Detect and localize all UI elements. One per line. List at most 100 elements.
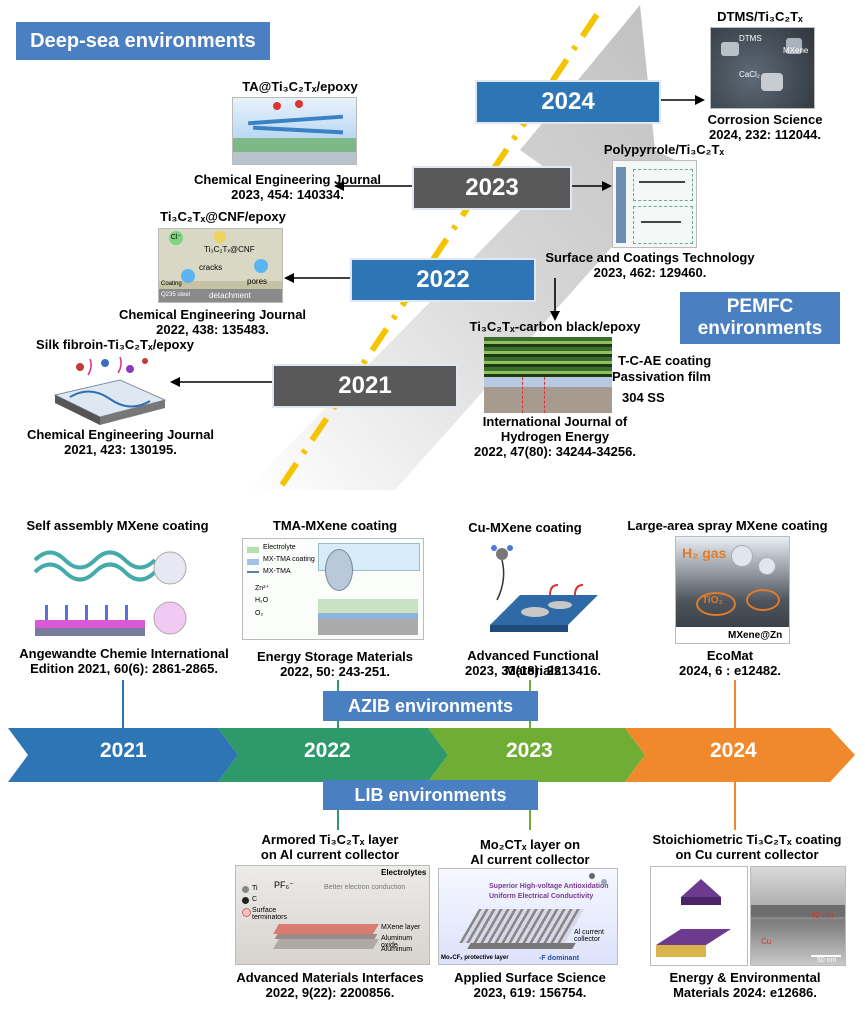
lib-title-2-line1: Stoichiometric Ti₃C₂Tₓ coating: [652, 832, 842, 847]
lib-journal-0-line2: 2022, 9(22): 2200856.: [265, 985, 395, 1000]
lib-figure-2a: [650, 866, 748, 966]
year-box-2022: 2022: [350, 258, 536, 302]
cb-layer-2: 304 SS: [622, 390, 665, 405]
lib0-fig-text-3: Surface terminators: [252, 907, 288, 921]
cb-layer-1: Passivation film: [612, 369, 711, 384]
azib-journal-2-line2: 2023, 33(18): 2213416.: [465, 663, 601, 678]
cnf-fig-text-1: cracks: [199, 263, 223, 272]
cb-journal-line1: International Journal of: [482, 414, 628, 429]
tma-fig-text-2: MX-TMA: [263, 568, 291, 575]
dtms-fig-text-2: CaCl₂: [739, 70, 760, 79]
timeline-seg-2021: [8, 728, 238, 782]
azib-journal-3-line2: 2024, 6 : e12482.: [679, 663, 781, 678]
dtms-title: DTMS/Ti₃C₂Tₓ: [717, 9, 803, 24]
azib-figure-1: Electrolyte MX-TMA coating MX-TMA Zn²⁺ H…: [242, 538, 424, 640]
lib-figure-2b: 42 nm Cu 50 nm: [750, 866, 846, 966]
azib-journal-2-line1: Advanced Functional Materials: [467, 648, 599, 678]
timeline-year-2022: 2022: [304, 739, 351, 762]
dtms-citation: 2024, 232: 112044.: [708, 127, 822, 142]
cnf-figure: Cl⁻ Ti₃C₂Tₓ@CNF cracks pores Coating Q23…: [158, 228, 283, 303]
year-box-2021: 2021: [272, 364, 458, 408]
dtms-fig-text-0: DTMS: [739, 34, 762, 43]
azib-title-1: TMA-MXene coating: [272, 518, 398, 533]
lib2-fig-text-0: 42 nm: [811, 911, 834, 920]
lib0-fig-text-1: Ti: [252, 885, 258, 892]
lib-figure-0: Electrolytes Ti C Surface terminators PF…: [235, 865, 430, 965]
cnf-title: Ti₃C₂Tₓ@CNF/epoxy: [160, 209, 286, 224]
silk-figure: [50, 355, 170, 425]
cb-layer-0: T-C-AE coating: [618, 353, 712, 368]
silk-title: Silk fibroin-Ti₃C₂Tₓ/epoxy: [36, 337, 194, 352]
timeline-canvas: [8, 680, 855, 830]
lib0-fig-text-5: Aluminum oxide: [381, 935, 413, 949]
tma-fig-text-5: O₂: [255, 610, 264, 617]
azib-journal-0-line2: Edition 2021, 60(6): 2861-2865.: [30, 661, 218, 676]
lib1-fig-text-3: Mo₂CFₓ protective layer: [441, 955, 509, 961]
azib-journal-1-line1: Energy Storage Materials: [256, 649, 414, 664]
timeline-seg-2023: [428, 728, 645, 782]
lib-title-0-line1: Armored Ti₃C₂Tₓ layer: [261, 832, 399, 847]
lib1-fig-text-0: Superior High-voltage Antioxidation: [489, 883, 609, 890]
lib-title-1-line2: Al current collector: [470, 852, 590, 867]
lib-journal-1-line2: 2023, 619: 156754.: [473, 985, 587, 1000]
cnf-fig-text-4: Q235 steel: [161, 292, 191, 298]
lib1-fig-text-4: -F dominant: [539, 955, 580, 962]
spray-fig-text-2: MXene@Zn: [728, 630, 783, 641]
cb-citation: 2022, 47(80): 34244-34256.: [474, 444, 636, 459]
timeline-year-2021: 2021: [100, 739, 147, 762]
timeline-year-2023: 2023: [506, 739, 553, 762]
tma-fig-text-3: Zn²⁺: [255, 585, 270, 592]
ta-title: TA@Ti₃C₂Tₓ/epoxy: [242, 79, 358, 94]
lib0-fig-text-2: C: [252, 896, 258, 903]
lib2-fig-text-2: 50 nm: [817, 957, 837, 964]
pemfc-label-line1: PEMFC: [726, 296, 794, 317]
cnf-fig-text-5: detachment: [209, 291, 251, 300]
ppy-citation: 2023, 462: 129460.: [593, 265, 707, 280]
ppy-figure: [612, 160, 697, 248]
lib1-fig-text-2: Al current collector: [574, 929, 604, 943]
ppy-title: Polypyrrole/Ti₃C₂Tₓ: [603, 142, 725, 157]
timeline-beam: [245, 5, 685, 490]
azib-journal-3-line1: EcoMat: [706, 648, 754, 663]
azib-figure-3: H₂ gas TiO₂ MXene@Zn: [675, 536, 790, 644]
azib-figure-2: [480, 540, 600, 640]
lib-figure-1: Superior High-voltage Antioxidation Unif…: [438, 868, 618, 965]
lib-title-2-line2: on Cu current collector: [675, 847, 819, 862]
deep-sea-label: Deep-sea environments: [16, 22, 270, 60]
lib-journal-0-line1: Advanced Materials Interfaces: [236, 970, 424, 985]
ta-citation: 2023, 454: 140334.: [231, 187, 344, 202]
spray-fig-text-0: H₂ gas: [682, 545, 727, 561]
cb-title: Ti₃C₂Tₓ-carbon black/epoxy: [469, 319, 641, 334]
lib2-fig-text-1: Cu: [761, 937, 772, 946]
cnf-fig-text-3: Coating: [161, 281, 182, 287]
cnf-fig-text-2: pores: [247, 277, 268, 286]
timeline-seg-2022: [218, 728, 448, 782]
azib-label: AZIB environments: [323, 691, 538, 721]
azib-title-3: Large-area spray MXene coating: [627, 518, 828, 533]
lib0-fig-text-4: MXene layer: [381, 924, 421, 931]
lib-journal-2-line1: Energy & Environmental: [669, 970, 821, 985]
silk-journal: Chemical Engineering Journal: [26, 427, 215, 442]
lib0-fig-text-0: Electrolytes: [381, 868, 427, 877]
tma-fig-text-0: Electrolyte: [263, 544, 296, 551]
timeline-year-2024: 2024: [710, 739, 757, 762]
lib-label: LIB environments: [323, 780, 538, 810]
azib-title-0: Self assembly MXene coating: [26, 518, 209, 533]
cnf-citation: 2022, 438: 135483.: [156, 322, 269, 337]
azib-title-2: Cu-MXene coating: [468, 520, 582, 535]
cb-journal-line2: Hydrogen Energy: [500, 429, 610, 444]
cnf-fig-text-0: Ti₃C₂Tₓ@CNF: [204, 245, 255, 254]
dtms-figure: DTMS MXene CaCl₂: [710, 27, 815, 109]
year-box-2023: 2023: [412, 166, 572, 210]
year-box-2024: 2024: [475, 80, 661, 124]
tma-fig-text-1: MX-TMA coating: [263, 556, 315, 563]
azib-journal-0-line1: Angewandte Chemie International: [19, 646, 229, 661]
ta-journal: Chemical Engineering Journal: [193, 172, 382, 187]
azib-figure-0: [30, 540, 190, 640]
silk-citation: 2021, 423: 130195.: [64, 442, 177, 457]
ta-figure: [232, 97, 357, 165]
azib-journal-1-line2: 2022, 50: 243-251.: [280, 664, 390, 679]
dtms-journal: Corrosion Science: [707, 112, 823, 127]
cb-figure: [484, 337, 612, 413]
lib1-fig-text-1: Uniform Electrical Conductivity: [489, 893, 594, 900]
